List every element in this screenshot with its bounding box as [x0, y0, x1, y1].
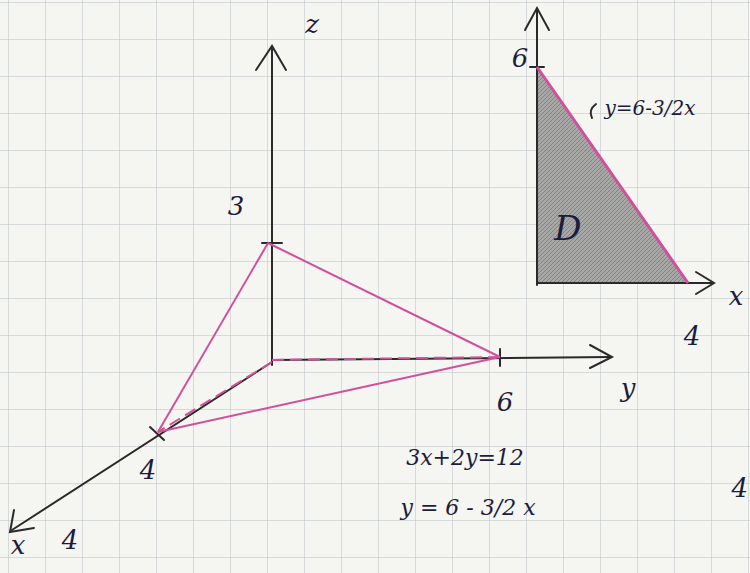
axis-label: 4	[684, 323, 701, 349]
axis-label: 3	[228, 193, 245, 219]
axis-label: 4	[140, 457, 157, 483]
axis-label: x	[11, 532, 26, 558]
axis-label: 4	[731, 475, 748, 501]
axis-label: 6	[512, 45, 529, 71]
axis-label: 4	[62, 527, 79, 553]
axis-label: y=6-3/2x	[604, 98, 695, 118]
axis-label: 6	[497, 389, 514, 415]
axis-label: y	[621, 375, 636, 401]
axis-label: x	[729, 283, 744, 309]
axis-label: y = 6 - 3/2 x	[400, 497, 535, 519]
axis-label: z	[305, 11, 319, 37]
axis-label: D	[554, 211, 581, 245]
axis-label: 3x+2y=12	[406, 447, 524, 469]
